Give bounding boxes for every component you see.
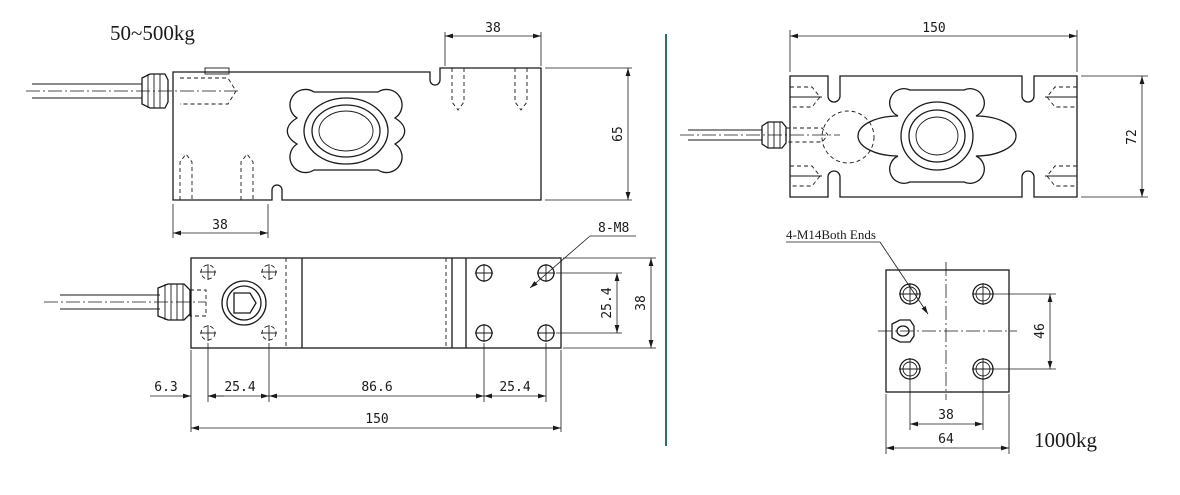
side-dim-bottom: 38 [212,218,228,233]
big-side-view: 150 72 [680,21,1148,198]
end-dim-height: 46 [1033,323,1048,339]
bottom-view: 8-M8 25.4 38 6.3 25.4 86.6 25.4 150 [44,221,656,432]
plan-dim-inner: 25.4 [600,287,615,318]
end-dim-inner: 38 [938,408,954,423]
side-dim-height: 65 [611,126,626,142]
end-hex-nut [891,319,915,343]
plan-dim-total: 150 [365,412,388,427]
plan-left-holes [200,264,277,341]
plan-dim-seg-1: 6.3 [154,380,177,395]
plan-dim-outer: 38 [634,295,649,311]
big-gauge-cutout [857,88,1017,184]
plan-hole-note: 8-M8 [598,221,629,236]
left-capacity-label: 50~500kg [110,21,195,45]
side-top-lip [204,67,230,75]
side-top-hole-1 [451,68,465,111]
side-cable-hole [180,77,237,105]
right-capacity-label: 1000kg [1034,428,1098,452]
plan-dim-seg-4: 25.4 [499,380,530,395]
big-dim-height: 72 [1125,129,1140,145]
big-dim-width: 150 [922,21,945,36]
plan-dim-seg-3: 86.6 [361,380,392,395]
big-cable-hole [821,110,875,164]
side-dim-top: 38 [485,21,501,36]
plan-cable-boss [189,289,207,317]
plan-dim-seg-2: 25.4 [224,380,255,395]
side-connector-nut [141,73,169,109]
end-dim-total: 64 [938,432,954,447]
big-body [789,75,1078,198]
side-view: 38 65 38 [26,21,632,238]
big-connector-nut [761,121,787,149]
side-gauge-ring [303,97,389,165]
plan-hex-socket [233,292,257,314]
side-top-hole-2 [514,68,528,111]
side-bottom-hole-1 [179,153,193,200]
plan-body [190,257,562,349]
plan-cable-socket-outer [221,280,267,326]
side-gauge-cutout [286,88,406,174]
plan-right-holes [475,264,555,342]
end-hole-note: 4-M14Both Ends [786,227,876,242]
end-view: 4-M14Both Ends 46 38 64 [786,227,1056,454]
side-body [172,67,542,201]
side-bottom-hole-2 [240,153,254,200]
